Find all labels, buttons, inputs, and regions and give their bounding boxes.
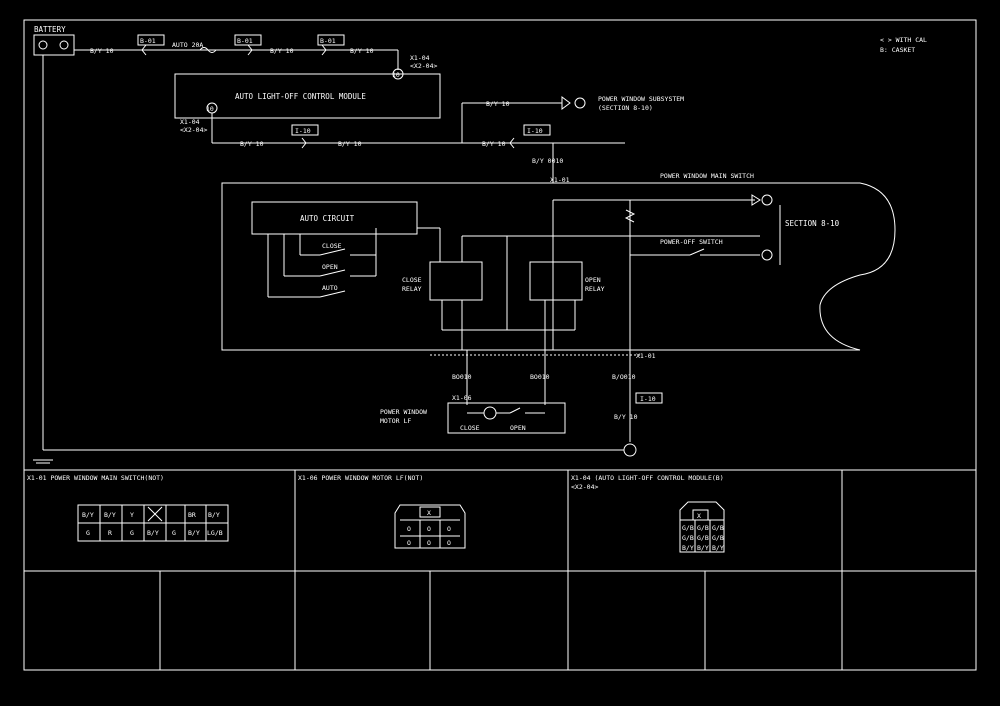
wire-to-switch: B/Y 0010	[532, 157, 563, 165]
motor-name-2: MOTOR LF	[380, 417, 411, 425]
c3-pin-9: B/Y	[697, 544, 709, 552]
conn-mid: X1-04	[180, 118, 200, 126]
auto-circuit-label: AUTO CIRCUIT	[300, 214, 355, 223]
wire-mid-1: B/Y 10	[240, 140, 264, 148]
frame	[23, 19, 977, 671]
wire-mid-3: B/Y 10	[482, 140, 506, 148]
auto-label: AUTO	[322, 284, 338, 292]
legend-line-1: < > WITH CAL	[880, 36, 927, 44]
main-switch-pin: X1-01	[550, 176, 570, 184]
close-relay	[429, 261, 483, 301]
c1-pin-3: Y	[130, 511, 134, 519]
c3-pin-5: G/B	[682, 534, 694, 542]
motor-conn: X1-06	[452, 394, 472, 402]
conn-top: X1-04	[410, 54, 430, 62]
code-i10-2: I-10	[527, 127, 543, 135]
code-b01-1: B-01	[140, 37, 156, 45]
conn-mid-sub: <X2-04>	[180, 126, 207, 134]
connector-2-title: X1-06 POWER WINDOW MOTOR LF(NOT)	[298, 474, 423, 482]
section-side: SECTION 8-10	[785, 219, 840, 228]
c1-pin-11: G	[172, 529, 176, 537]
c2-pin-7: O	[447, 539, 451, 547]
wire-bot-1: BO010	[452, 373, 472, 381]
wire-top-1: B/Y 10	[90, 47, 114, 55]
connector-x1-06	[394, 504, 466, 549]
c2-pin-5: O	[407, 539, 411, 547]
power-off-switch-label: POWER-OFF SWITCH	[660, 238, 723, 246]
connector-1-title: X1-01 POWER WINDOW MAIN SWITCH(NOT)	[27, 474, 164, 482]
c2-pin-1: X	[427, 509, 431, 517]
motor-open: OPEN	[510, 424, 526, 432]
c2-pin-3: O	[427, 525, 431, 533]
motor-name-1: POWER WINDOW	[380, 408, 427, 416]
section-top-sub: (SECTION 8-10)	[598, 104, 653, 112]
c1-pin-1: B/Y	[82, 511, 94, 519]
connector-3-title: X1-04 (AUTO LIGHT-OFF CONTROL MODULE(B)	[571, 474, 724, 482]
power-window-main-switch	[221, 182, 896, 351]
c1-pin-2: B/Y	[104, 511, 116, 519]
connector-3-sub: <X2-04>	[571, 483, 598, 491]
c1-pin-13: LG/B	[207, 529, 223, 537]
open-label: OPEN	[322, 263, 338, 271]
c1-pin-9: G	[130, 529, 134, 537]
code-b01-3: B-01	[320, 37, 336, 45]
wire-top-2: B/Y 10	[270, 47, 294, 55]
code-i10-1: I-10	[295, 127, 311, 135]
open-relay	[529, 261, 583, 301]
close-relay-label-2: RELAY	[402, 285, 422, 293]
c3-pin-1: X	[697, 512, 701, 520]
fuse-label: AUTO 20A	[172, 41, 203, 49]
power-window-motor-lf	[447, 402, 566, 434]
module-pin-top: 10	[392, 71, 400, 79]
c1-pin-6: B/Y	[208, 511, 220, 519]
legend-line-2: B: CASKET	[880, 46, 915, 54]
battery-label: BATTERY	[34, 25, 66, 34]
c3-pin-7: G/B	[712, 534, 724, 542]
connector-x1-04	[679, 501, 725, 553]
open-relay-label-1: OPEN	[585, 276, 601, 284]
code-b01-2: B-01	[237, 37, 253, 45]
c2-pin-4: O	[447, 525, 451, 533]
wire-bot-3: B/O010	[612, 373, 636, 381]
wire-branch: B/Y 10	[486, 100, 510, 108]
ground-conn: I-10	[640, 395, 656, 403]
c1-pin-8: R	[108, 529, 112, 537]
wire-mid-2: B/Y 10	[338, 140, 362, 148]
module-name: AUTO LIGHT-OFF CONTROL MODULE	[235, 92, 366, 101]
c2-pin-2: O	[407, 525, 411, 533]
close-label: CLOSE	[322, 242, 342, 250]
c3-pin-10: B/Y	[712, 544, 724, 552]
auto-circuit-box	[251, 201, 418, 235]
c1-pin-12: B/Y	[188, 529, 200, 537]
c3-pin-2: G/B	[682, 524, 694, 532]
pin-bottom-right: X1-01	[636, 352, 656, 360]
conn-top-sub: <X2-04>	[410, 62, 437, 70]
c2-pin-6: O	[427, 539, 431, 547]
wire-bot-2: BO010	[530, 373, 550, 381]
c3-pin-6: G/B	[697, 534, 709, 542]
auto-light-off-module	[174, 73, 441, 119]
open-relay-label-2: RELAY	[585, 285, 605, 293]
wire-ground: B/Y 10	[614, 413, 638, 421]
c1-pin-10: B/Y	[147, 529, 159, 537]
c3-pin-3: G/B	[697, 524, 709, 532]
wire-top-3: B/Y 10	[350, 47, 374, 55]
c1-pin-7: G	[86, 529, 90, 537]
c1-pin-5: BR	[188, 511, 196, 519]
motor-close: CLOSE	[460, 424, 480, 432]
c3-pin-4: G/B	[712, 524, 724, 532]
fuse-symbol	[199, 47, 217, 53]
battery-symbol	[33, 34, 75, 56]
section-top: POWER WINDOW SUBSYSTEM	[598, 95, 684, 103]
c3-pin-8: B/Y	[682, 544, 694, 552]
close-relay-label-1: CLOSE	[402, 276, 422, 284]
module-pin-bottom: 10	[206, 105, 214, 113]
main-switch-title: POWER WINDOW MAIN SWITCH	[660, 172, 754, 180]
